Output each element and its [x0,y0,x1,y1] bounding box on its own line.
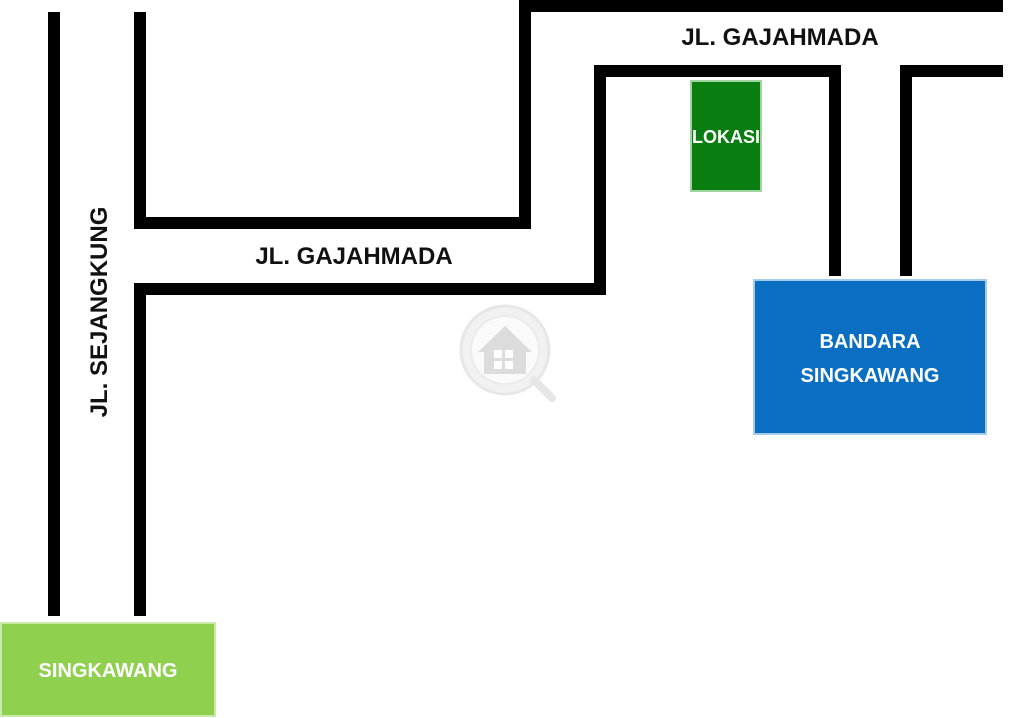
lokasi-label: LOKASI [692,127,760,147]
lokasi-marker[interactable]: LOKASI [690,80,762,192]
bandara-singkawang-box[interactable]: BANDARA SINGKAWANG [753,279,987,435]
bandara-label-line2: SINGKAWANG [801,365,940,387]
road-lines [48,0,1003,616]
road-label-sejangkung: JL. SEJANGKUNG [86,207,113,418]
singkawang-rect [0,622,216,717]
bandara-box [753,279,987,435]
singkawang-box[interactable]: SINGKAWANG [0,622,216,717]
lokasi-box [690,80,762,192]
road-label-gajahmada-top: JL. GAJAHMADA [681,24,878,51]
gajahmada-lower-edge [134,65,841,616]
airport-road-edge [900,65,1003,276]
gajahmada-upper-edge [134,0,1003,229]
road-label-gajahmada-middle: JL. GAJAHMADA [255,243,452,270]
singkawang-label: SINGKAWANG [39,660,178,682]
house-magnifier-logo [459,304,556,402]
bandara-label-line1: BANDARA [819,331,920,353]
